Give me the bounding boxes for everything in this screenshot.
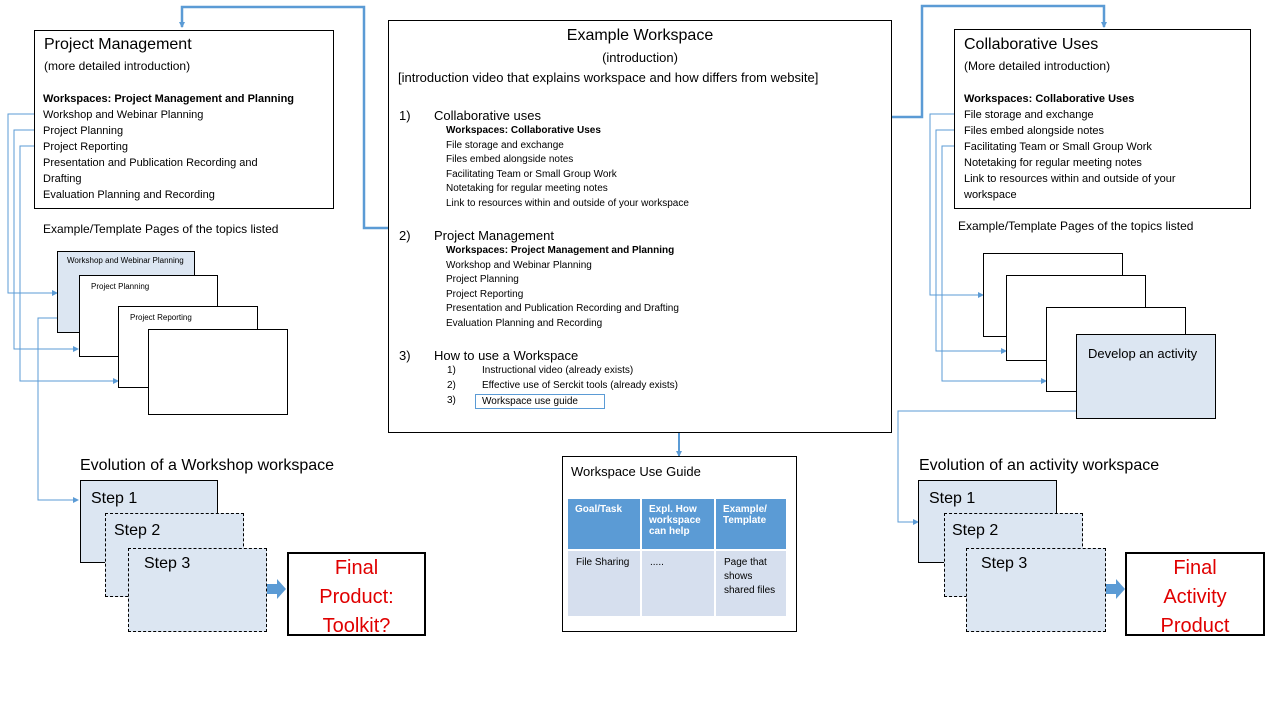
list-item: Evaluation Planning and Recording	[43, 189, 215, 201]
final-product-toolkit[interactable]: Final Product: Toolkit?	[287, 552, 426, 637]
pm-subtitle: (more detailed introduction)	[44, 59, 191, 73]
list-item: Presentation and Publication Recording a…	[43, 157, 258, 169]
list-item: Project Reporting	[43, 141, 128, 153]
arrow-to-final-left	[267, 579, 286, 599]
table-cell: File Sharing	[568, 551, 640, 616]
final-line: Activity	[1163, 586, 1227, 608]
section-2-number: 2)	[399, 228, 411, 243]
example-workspace-box: Example Workspace (introduction) [introd…	[388, 20, 892, 433]
final-line: Product	[1160, 615, 1230, 637]
list-item: Files embed alongside notes	[964, 125, 1105, 137]
list-item: Project Planning	[43, 125, 124, 137]
guide-title: Workspace Use Guide	[571, 464, 701, 479]
step-label: Step 2	[114, 522, 161, 539]
section-3-sub-2-num: 2)	[447, 380, 456, 391]
left-step-3[interactable]: Step 3	[128, 548, 267, 632]
center-subtitle: (introduction)	[602, 50, 678, 65]
list-item: Workshop and Webinar Planning	[446, 259, 592, 271]
list-item: Project Reporting	[446, 288, 524, 300]
table-cell: .....	[642, 551, 714, 616]
step-label: Step 1	[929, 490, 976, 507]
final-line: Final	[334, 557, 379, 579]
page-card-label: Project Planning	[91, 282, 150, 291]
page-card-blank[interactable]	[148, 329, 288, 415]
list-item: Drafting	[43, 173, 82, 185]
step-label: Step 1	[91, 490, 138, 507]
step-label: Step 3	[144, 555, 191, 572]
page-card-label: Project Reporting	[130, 313, 192, 322]
section-3-number: 3)	[399, 348, 411, 363]
section-3-sub-1-num: 1)	[447, 365, 456, 376]
table-header-cell: Expl. How workspace can help	[642, 499, 714, 549]
page-card-label: Workshop and Webinar Planning	[67, 256, 184, 265]
final-line: Final	[1173, 557, 1217, 579]
pm-list: Workspaces: Project Management and Plann…	[43, 91, 294, 203]
list-item: Evaluation Planning and Recording	[446, 317, 603, 329]
list-item: Project Planning	[446, 274, 519, 285]
section-3-sub-1: Instructional video (already exists)	[482, 365, 634, 376]
list-item: File storage and exchange	[446, 139, 564, 151]
list-item: Link to resources within and outside of …	[964, 173, 1176, 185]
center-video-note: [introduction video that explains worksp…	[398, 70, 819, 85]
collaborative-uses-box: Collaborative Uses (More detailed introd…	[954, 29, 1251, 209]
list-item: Workshop and Webinar Planning	[43, 109, 204, 121]
arrow-to-final-right	[1106, 579, 1125, 599]
cu-subtitle: (More detailed introduction)	[964, 59, 1111, 73]
step-label: Step 2	[952, 522, 999, 539]
final-line: Toolkit?	[322, 615, 391, 637]
section-3-sub-3-num: 3)	[447, 395, 456, 406]
list-item: Notetaking for regular meeting notes	[446, 183, 608, 194]
section-2-heading: Project Management	[434, 228, 554, 243]
cu-list: Workspaces: Collaborative Uses File stor…	[964, 91, 1176, 203]
list-item: Facilitating Team or Small Group Work	[446, 168, 617, 180]
develop-activity-card[interactable]: Develop an activity	[1076, 334, 1216, 419]
pm-title: Project Management	[44, 36, 192, 53]
table-row: File Sharing ..... Page that shows share…	[568, 551, 786, 616]
section-3-heading: How to use a Workspace	[434, 348, 579, 363]
section-1-number: 1)	[399, 108, 411, 123]
list-item: Presentation and Publication Recording a…	[446, 303, 679, 314]
section-1-heading: Collaborative uses	[434, 108, 541, 123]
list-item: Notetaking for regular meeting notes	[964, 157, 1142, 169]
right-examples-label: Example/Template Pages of the topics lis…	[958, 219, 1194, 233]
list-item: File storage and exchange	[964, 109, 1094, 121]
right-step-3[interactable]: Step 3	[966, 548, 1106, 632]
table-header-cell: Example/ Template	[716, 499, 786, 549]
list-item: Workspaces: Project Management and Plann…	[43, 93, 295, 105]
project-management-box: Project Management (more detailed introd…	[34, 30, 334, 209]
section-2-list: Workspaces: Project Management and Plann…	[446, 244, 679, 331]
list-item: Workspaces: Collaborative Uses	[446, 125, 601, 136]
list-item: Facilitating Team or Small Group Work	[964, 141, 1152, 153]
table-cell: Page that shows shared files	[716, 551, 786, 616]
table-header-row: Goal/Task Expl. How workspace can help E…	[568, 499, 786, 549]
step-label: Step 3	[981, 555, 1028, 572]
section-1-list: Workspaces: Collaborative Uses File stor…	[446, 124, 689, 211]
final-activity-product[interactable]: Final Activity Product	[1125, 552, 1265, 637]
left-evolution-title: Evolution of a Workshop workspace	[80, 457, 335, 474]
list-item: workspace	[964, 189, 1017, 201]
list-item: Link to resources within and outside of …	[446, 197, 689, 209]
right-evolution-title: Evolution of an activity workspace	[919, 457, 1160, 474]
workspace-use-guide-link[interactable]: Workspace use guide	[475, 394, 605, 409]
center-title: Example Workspace	[566, 27, 714, 44]
cu-title: Collaborative Uses	[964, 36, 1099, 53]
develop-activity-label: Develop an activity	[1088, 346, 1198, 361]
list-item: Files embed alongside notes	[446, 154, 574, 165]
guide-table: Goal/Task Expl. How workspace can help E…	[566, 497, 788, 618]
left-examples-label: Example/Template Pages of the topics lis…	[43, 222, 279, 236]
section-3-sub-2: Effective use of Serckit tools (already …	[482, 380, 679, 391]
list-item: Workspaces: Collaborative Uses	[964, 93, 1135, 105]
final-line: Product:	[319, 586, 394, 608]
table-header-cell: Goal/Task	[568, 499, 640, 549]
list-item: Workspaces: Project Management and Plann…	[446, 245, 675, 256]
